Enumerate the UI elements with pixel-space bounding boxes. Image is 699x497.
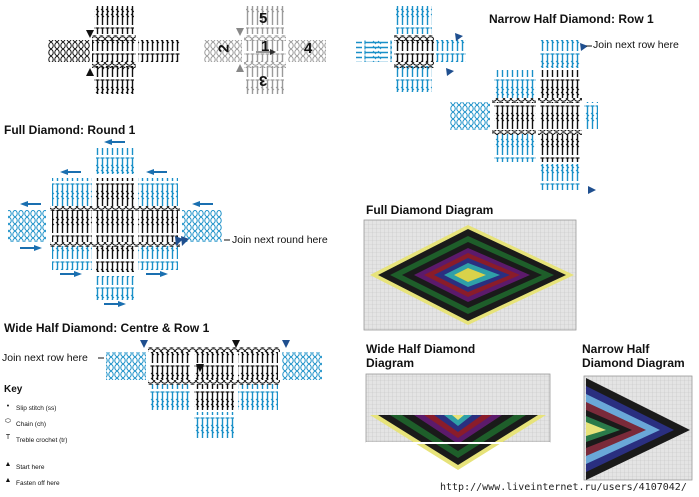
watermark-url: http://www.liveinternet.ru/users/4107042…	[440, 482, 687, 493]
centre-square-chart	[48, 6, 180, 94]
narrow-row1-chart	[450, 40, 598, 194]
full-diamond-diagram	[363, 219, 577, 331]
start-marker-icon: ▲	[4, 461, 12, 468]
key-item-treble: Treble crochet (tr)	[16, 437, 68, 444]
narrow-half-diamond-diagram	[583, 375, 693, 481]
note-join-round: Join next round here	[232, 234, 328, 246]
slip-stitch-icon: •	[6, 403, 10, 410]
chain-icon: ⬭	[5, 418, 11, 425]
note-join-row-narrow: Join next row here	[593, 39, 679, 51]
title-wide-diagram-line1: Wide Half Diamond	[366, 342, 476, 356]
numbered-square-chart	[204, 6, 326, 94]
centre-number-4: 4	[304, 40, 313, 57]
title-wide-centre: Wide Half Diamond: Centre & Row 1	[4, 321, 210, 335]
title-full-diagram: Full Diamond Diagram	[366, 203, 494, 217]
title-narrow-diagram-line2: Diamond Diagram	[582, 356, 685, 370]
key-item-slip-stitch: Slip stitch (ss)	[16, 405, 57, 412]
centre-number-5: 5	[259, 10, 268, 27]
key-item-fasten-off: Fasten off here	[16, 480, 60, 487]
key-title: Key	[4, 384, 23, 395]
full-round1-chart	[8, 139, 230, 307]
centre-number-1: 1	[261, 38, 270, 55]
title-full-round1: Full Diamond: Round 1	[4, 123, 136, 137]
treble-icon: T	[5, 434, 11, 441]
key-item-start: Start here	[16, 464, 45, 471]
wide-half-diamond-diagram	[365, 373, 551, 470]
title-wide-diagram-line2: Diagram	[366, 356, 415, 370]
key-item-chain: Chain (ch)	[16, 421, 46, 428]
fasten-marker-icon: ▲	[4, 477, 12, 484]
narrow-start-chart	[356, 6, 466, 92]
title-narrow-row1: Narrow Half Diamond: Row 1	[489, 12, 654, 26]
centre-number-2: 2	[215, 44, 233, 53]
title-narrow-diagram-line1: Narrow Half	[582, 342, 650, 356]
note-join-row-wide: Join next row here	[2, 352, 88, 364]
wide-centre-chart	[98, 340, 322, 438]
centre-number-3: 3	[259, 72, 268, 89]
